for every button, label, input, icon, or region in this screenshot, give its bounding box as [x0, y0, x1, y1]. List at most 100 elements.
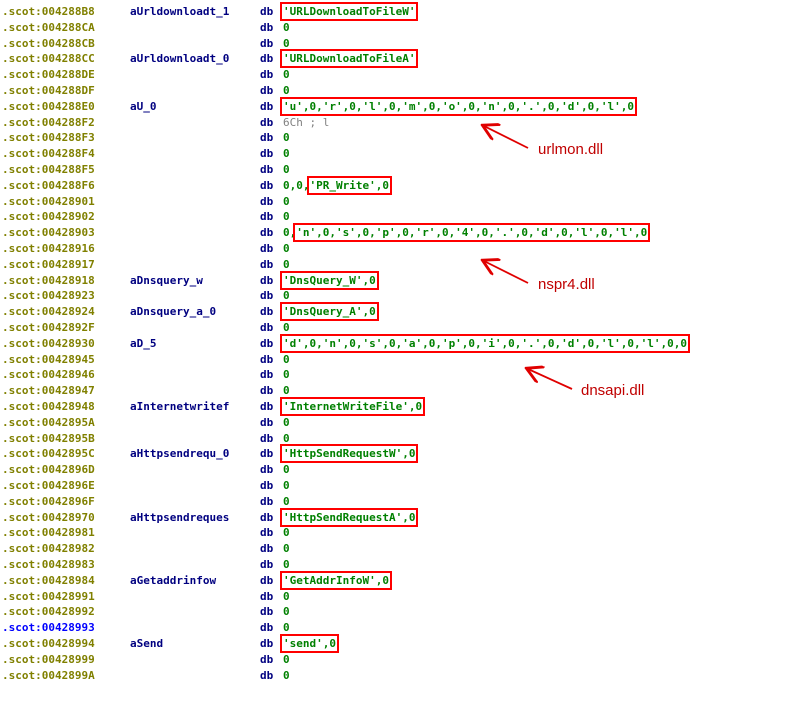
row-operand[interactable]: 'DnsQuery_W',0 — [283, 272, 376, 289]
row-operand[interactable]: 6Ch ; l — [283, 114, 329, 131]
row-operand[interactable]: 0,'n',0,'s',0,'p',0,'r',0,'4',0,'.',0,'d… — [283, 224, 647, 241]
row-label-name[interactable]: aDnsquery_a_0 — [130, 305, 217, 319]
row-operand[interactable]: 0 — [283, 161, 290, 178]
row-operand[interactable]: 0 — [283, 208, 290, 225]
row-address[interactable]: .scot:0042896F — [2, 493, 95, 510]
row-operand[interactable]: 0 — [283, 193, 290, 210]
row-label-name[interactable]: aHttpsendrequ_0 — [130, 447, 230, 461]
row-address[interactable]: .scot:00428948 — [2, 398, 95, 415]
row-operand[interactable]: 0 — [283, 603, 290, 620]
row-operand[interactable]: 0 — [283, 66, 290, 83]
row-label-name[interactable]: aD_5 — [130, 336, 157, 350]
row-address[interactable]: .scot:00428903 — [2, 224, 95, 241]
row-address[interactable]: .scot:004288F5 — [2, 161, 95, 178]
row-operand[interactable]: 0 — [283, 556, 290, 573]
row-label-name[interactable]: aU_0 — [130, 99, 157, 113]
row-address[interactable]: .scot:0042895C — [2, 445, 95, 462]
row-operand[interactable]: 0 — [283, 129, 290, 146]
row-address[interactable]: .scot:004288B8 — [2, 3, 95, 20]
row-address[interactable]: .scot:004288F4 — [2, 145, 95, 162]
row-operand[interactable]: 0 — [283, 414, 290, 431]
row-address[interactable]: .scot:00428983 — [2, 556, 95, 573]
row-operand[interactable]: 0 — [283, 619, 290, 636]
row-address[interactable]: .scot:00428901 — [2, 193, 95, 210]
row-operand[interactable]: 'd',0,'n',0,'s',0,'a',0,'p',0,'i',0,'.',… — [283, 335, 687, 352]
row-label-name[interactable]: aGetaddrinfow — [130, 573, 217, 587]
row-operand[interactable]: 0 — [283, 651, 290, 668]
row-address[interactable]: .scot:00428917 — [2, 256, 95, 273]
row-address[interactable]: .scot:00428916 — [2, 240, 95, 257]
row-operand[interactable]: 'HttpSendRequestA',0 — [283, 509, 415, 526]
row-operand[interactable]: 0 — [283, 493, 290, 510]
row-address[interactable]: .scot:00428993 — [2, 619, 95, 636]
row-address[interactable]: .scot:00428923 — [2, 287, 95, 304]
row-operand[interactable]: 0 — [283, 366, 290, 383]
row-operand[interactable]: 0 — [283, 35, 290, 52]
row-operand[interactable]: 0 — [283, 588, 290, 605]
row-address[interactable]: .scot:004288DE — [2, 66, 95, 83]
row-label-name[interactable]: aUrldownloadt_0 — [130, 52, 230, 66]
row-address[interactable]: .scot:00428984 — [2, 572, 95, 589]
row-address[interactable]: .scot:00428991 — [2, 588, 95, 605]
row-address[interactable]: .scot:00428930 — [2, 335, 95, 352]
row-address[interactable]: .scot:00428994 — [2, 635, 95, 652]
row-address[interactable]: .scot:00428999 — [2, 651, 95, 668]
row-label-name[interactable]: aHttpsendreques — [130, 510, 230, 524]
row-operand[interactable]: 0 — [283, 287, 290, 304]
row-address[interactable]: .scot:0042895B — [2, 430, 95, 447]
row-address[interactable]: .scot:0042896E — [2, 477, 95, 494]
row-operand[interactable]: 0 — [283, 430, 290, 447]
row-label-name[interactable]: aSend — [130, 637, 164, 650]
row-operand[interactable]: 0 — [283, 540, 290, 557]
row-address[interactable]: .scot:00428982 — [2, 540, 95, 557]
row-address[interactable]: .scot:0042892F — [2, 319, 95, 336]
row-address[interactable]: .scot:00428946 — [2, 366, 95, 383]
row-label-name[interactable]: aDnsquery_w — [130, 273, 203, 287]
row-operand[interactable]: 0 — [283, 667, 290, 684]
row-operand[interactable]: 'URLDownloadToFileA' — [283, 50, 415, 67]
row-label-name[interactable]: aInternetwritef — [130, 400, 230, 413]
row-address[interactable]: .scot:004288CB — [2, 35, 95, 52]
row-operand[interactable]: 0 — [283, 82, 290, 99]
row-operand[interactable]: 'URLDownloadToFileW' — [283, 3, 415, 20]
row-operand[interactable]: 'u',0,'r',0,'l',0,'m',0,'o',0,'n',0,'.',… — [283, 98, 634, 115]
row-operand[interactable]: 0 — [283, 240, 290, 257]
row-address[interactable]: .scot:004288F3 — [2, 129, 95, 146]
row-operand[interactable]: 0 — [283, 351, 290, 368]
row-address[interactable]: .scot:004288CC — [2, 50, 95, 67]
row-address[interactable]: .scot:004288DF — [2, 82, 95, 99]
row-operand[interactable]: 0 — [283, 19, 290, 36]
row-operand[interactable]: 0 — [283, 461, 290, 478]
row-address[interactable]: .scot:00428947 — [2, 382, 95, 399]
